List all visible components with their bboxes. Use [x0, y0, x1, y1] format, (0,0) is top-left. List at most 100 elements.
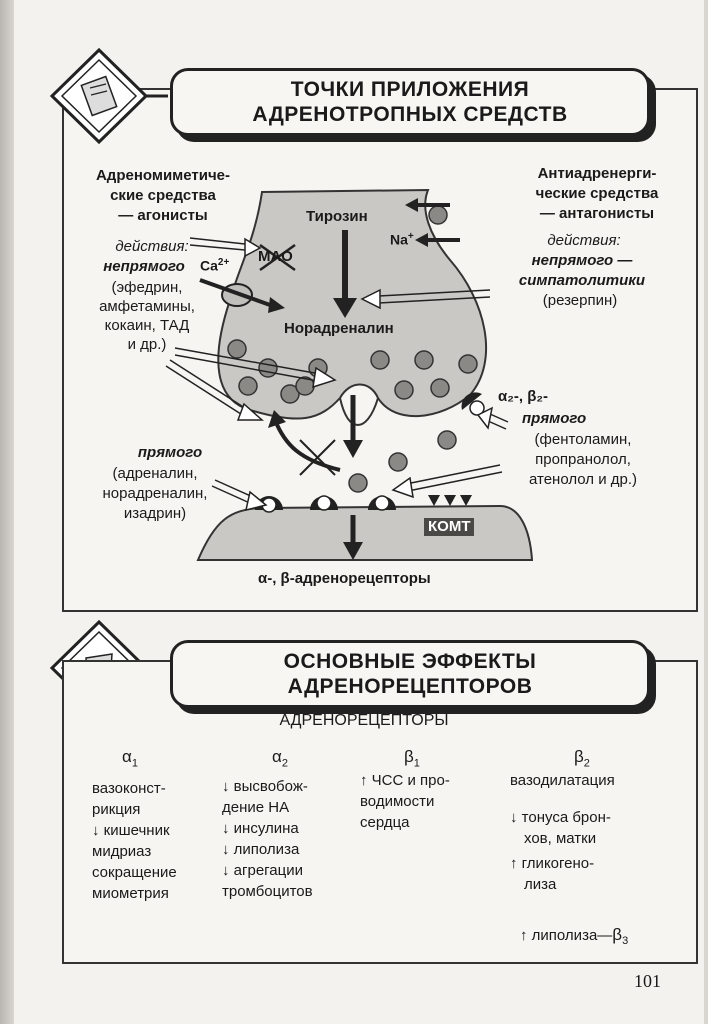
alpha1-letter: α	[122, 747, 132, 766]
title2-line-1: ОСНОВНЫЕ ЭФФЕКТЫ	[283, 650, 537, 673]
alpha1-sub: 1	[131, 757, 138, 770]
sympatholytics-label: симпатолитики	[518, 272, 646, 289]
a1-e6: миометрия	[92, 885, 169, 902]
dir-ant-1: (фентоламин,	[534, 431, 632, 448]
dir-ag-1: (адреналин,	[112, 465, 198, 482]
beta2-letter: β	[574, 747, 584, 766]
a2-e5: ↓ агрегации	[222, 862, 303, 879]
ind-ag-1: (эфедрин,	[111, 279, 183, 296]
ca-charge: 2+	[217, 257, 230, 268]
b2-e4: ↑ гликогено-	[510, 855, 595, 872]
antagonist-actions-label: действия:	[547, 232, 621, 249]
title-line-1: ТОЧКИ ПРИЛОЖЕНИЯ	[290, 78, 530, 101]
beta2-header: β2	[574, 748, 590, 772]
antagonists-line-1: Антиадренерги-	[537, 165, 657, 182]
receptors	[255, 392, 485, 513]
a1-e5: сокращение	[92, 864, 177, 881]
ca-channel	[199, 278, 285, 313]
b2-e3: хов, матки	[524, 830, 597, 847]
beta3-letter: β	[612, 925, 623, 944]
beta2-sub: 2	[583, 757, 590, 770]
release-arrow	[343, 395, 363, 560]
a1-e3: ↓ кишечник	[92, 822, 170, 839]
dir-ag-3: изадрин)	[123, 505, 187, 522]
antagonists-line-2: ческие средства	[535, 185, 659, 202]
b1-e3: сердца	[360, 814, 410, 831]
b1-e2: водимости	[360, 793, 435, 810]
mao-crossed	[259, 243, 296, 272]
agonist-actions-label: действия:	[115, 238, 189, 255]
tyrosine-label: Тирозин	[306, 208, 368, 225]
agonist-direct-label: прямого	[137, 444, 203, 461]
section-title-effects: ОСНОВНЫЕ ЭФФЕКТЫ АДРЕНОРЕЦЕПТОРОВ	[170, 640, 650, 708]
beta3-effect-text: ↑ липолиза—	[520, 927, 613, 944]
b2-e1: вазодилатация	[510, 772, 615, 789]
beta1-header: β1	[404, 748, 420, 772]
agonists-line-2: ские средства	[110, 187, 216, 204]
ind-ag-4: и др.)	[127, 336, 167, 353]
mao-label: МАО	[258, 248, 293, 265]
dir-ant-3: атенолол и др.)	[528, 471, 637, 488]
a2-e3: ↓ инсулина	[222, 820, 299, 837]
antagonist-direct-examples: (фентоламин, пропранолол, атенолол и др.…	[508, 430, 658, 490]
book-icon	[49, 47, 149, 145]
dir-ag-2: норадреналин,	[102, 485, 208, 502]
a2-e4: ↓ липолиза	[222, 841, 300, 858]
page-number: 101	[634, 971, 661, 991]
agonists-line-3: — агонисты	[118, 207, 208, 224]
drug-action-arrows	[165, 237, 509, 512]
ca-label: Ca2+	[200, 254, 229, 275]
antagonists-line-3: — антагонисты	[539, 205, 655, 222]
ca-text: Ca	[200, 257, 218, 274]
agonist-indirect-label: непрямого	[103, 258, 185, 275]
b1-e1: ↑ ЧСС и про-	[360, 772, 450, 789]
beta2-effects: вазодилатация ↓ тонуса брон- хов, матки …	[510, 770, 680, 895]
beta1-sub: 1	[413, 757, 420, 770]
alpha1-header: α1	[122, 748, 138, 772]
a1-e1: вазоконст-	[92, 780, 166, 797]
na-arrow	[405, 198, 460, 247]
beta3-sub: 3	[622, 935, 629, 947]
synthesis-arrow	[333, 230, 357, 318]
ind-ag-3: кокаин, ТАД	[104, 317, 190, 334]
alpha2-letter: α	[272, 747, 282, 766]
a2-e2: дение НА	[222, 799, 290, 816]
agonists-line-1: Адреномиметиче-	[95, 167, 231, 184]
agonists-heading: Адреномиметиче- ские средства — агонисты	[78, 166, 248, 226]
antagonists-heading: Антиадренерги- ческие средства — антагон…	[502, 164, 692, 224]
a1-e4: мидриаз	[92, 843, 152, 860]
beta1-effects: ↑ ЧСС и про- водимости сердца	[360, 770, 500, 833]
a1-e2: рикция	[92, 801, 141, 818]
alpha2-beta2-label: α₂-, β₂-	[498, 388, 549, 405]
title2-line-2: АДРЕНОРЕЦЕПТОРОВ	[287, 675, 533, 698]
alpha1-effects: вазоконст- рикция ↓ кишечник мидриаз сок…	[92, 778, 222, 904]
reserpine-label: (резерпин)	[542, 292, 618, 309]
noradrenaline-label: Норадреналин	[284, 320, 394, 337]
comt-label: КОМТ	[424, 518, 475, 536]
section-title-synapse: ТОЧКИ ПРИЛОЖЕНИЯ АДРЕНОТРОПНЫХ СРЕДСТВ	[170, 68, 650, 136]
ind-ag-2: амфетамины,	[99, 298, 195, 315]
vesicles	[227, 205, 478, 493]
alpha2-header: α2	[272, 748, 288, 772]
beta3-effect: ↑ липолиза—β3	[520, 924, 628, 952]
b2-e5: лиза	[524, 876, 557, 893]
alpha2-effects: ↓ высвобож- дение НА ↓ инсулина ↓ липоли…	[222, 776, 362, 902]
agonist-direct-examples: (адреналин, норадреналин, изадрин)	[80, 464, 230, 524]
agonist-indirect-examples: (эфедрин, амфетамины, кокаин, ТАД и др.)	[72, 278, 222, 354]
b2-e2: ↓ тонуса брон-	[510, 809, 611, 826]
postsynaptic-membrane	[196, 504, 534, 561]
alpha2-sub: 2	[281, 757, 288, 770]
receptors-caption: α-, β-адренорецепторы	[258, 570, 431, 587]
a2-e1: ↓ высвобож-	[222, 778, 308, 795]
beta1-letter: β	[404, 747, 414, 766]
na-text: Na	[390, 231, 408, 248]
antagonist-indirect-label: непрямого —	[531, 252, 633, 269]
na-label: Na+	[390, 228, 414, 249]
book-page: ТОЧКИ ПРИЛОЖЕНИЯ АДРЕНОТРОПНЫХ СРЕДСТВ А…	[14, 0, 704, 1024]
a2-e6: тромбоцитов	[222, 883, 313, 900]
dir-ant-2: пропранолол,	[535, 451, 631, 468]
na-charge: +	[407, 231, 414, 242]
antagonist-direct-label: прямого	[522, 410, 587, 427]
receptors-root: АДРЕНОРЕЦЕПТОРЫ	[279, 712, 449, 729]
title-line-2: АДРЕНОТРОПНЫХ СРЕДСТВ	[252, 103, 568, 126]
